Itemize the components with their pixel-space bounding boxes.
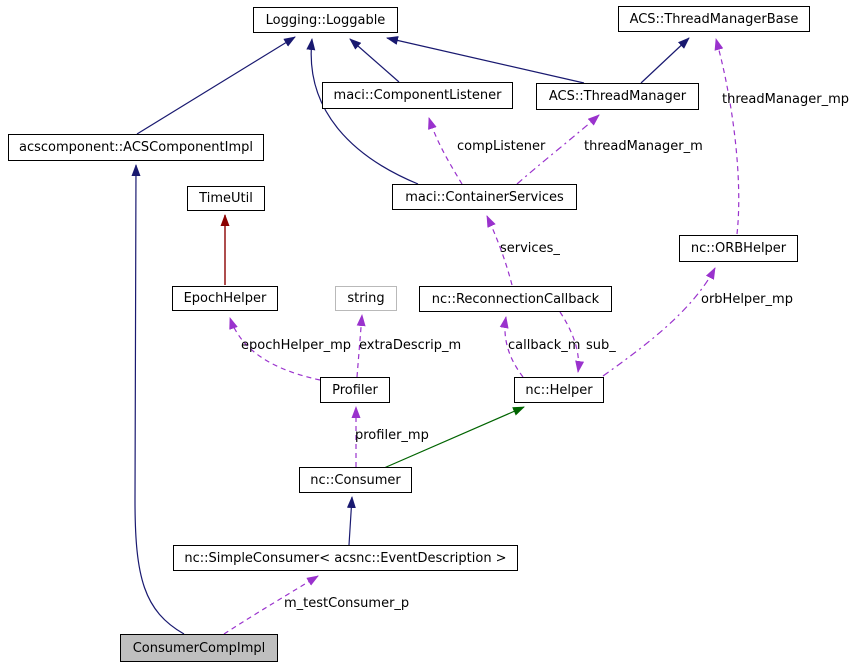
edge-label-orbhelper-mp: orbHelper_mp	[701, 292, 793, 307]
node-maci-containerservices[interactable]: maci::ContainerServices	[392, 184, 577, 210]
edge-use-extradescrip-m	[356, 314, 366, 378]
edge-inherit-consumercompimpl-acscomponentimpl	[131, 164, 185, 635]
edge-inherit-consumer-helper	[383, 406, 525, 469]
edge-use-threadmanager-m	[516, 114, 600, 185]
node-consumercompimpl: ConsumerCompImpl	[120, 634, 278, 662]
edge-label-callback-m: callback_m	[508, 338, 581, 353]
edge-use-sub	[559, 311, 585, 373]
edge-inherit-threadmanager-threadmanagerbase	[640, 37, 690, 84]
edge-use-orbhelper-mp	[602, 267, 716, 377]
edge-use-epochhelper-mp	[229, 317, 321, 381]
node-nc-reconnectioncallback[interactable]: nc::ReconnectionCallback	[419, 286, 612, 312]
edge-label-complistener: compListener	[457, 139, 546, 154]
edge-use-m-testconsumer-p	[223, 575, 319, 635]
edge-use-services	[486, 215, 513, 286]
edge-label-sub: sub_	[586, 338, 616, 353]
edge-inherit-containerservices-loggable	[306, 38, 419, 185]
edge-use-callback-m	[499, 316, 524, 378]
edge-inherit-threadmanager-loggable	[386, 36, 585, 84]
edge-label-extradescrip-m: extraDescrip_m	[359, 338, 462, 353]
node-epochhelper[interactable]: EpochHelper	[172, 286, 278, 311]
node-acs-threadmanagerbase[interactable]: ACS::ThreadManagerBase	[618, 6, 810, 32]
edge-inherit-simpleconsumer-consumer	[346, 496, 356, 546]
edge-label-profiler-mp: profiler_mp	[355, 428, 429, 443]
node-logging-loggable[interactable]: Logging::Loggable	[253, 7, 398, 33]
edge-label-threadmanager-m: threadManager_m	[584, 139, 703, 154]
edge-inherit-acscomponentimpl-loggable	[136, 36, 296, 135]
node-nc-helper[interactable]: nc::Helper	[514, 377, 604, 403]
edge-label-epochhelper-mp: epochHelper_mp	[241, 338, 351, 353]
edge-use-threadmanager-mp	[714, 38, 740, 235]
edge-inherit-componentlistener-loggable	[349, 38, 400, 83]
node-maci-componentlistener[interactable]: maci::ComponentListener	[322, 82, 513, 109]
edge-label-services: services_	[500, 241, 560, 256]
node-acs-threadmanager[interactable]: ACS::ThreadManager	[536, 83, 699, 110]
node-string: string	[335, 286, 397, 311]
node-nc-simpleconsumer[interactable]: nc::SimpleConsumer< acsnc::EventDescript…	[173, 545, 518, 571]
node-timeutil[interactable]: TimeUtil	[187, 186, 265, 211]
edge-use-complistener	[428, 117, 463, 185]
node-acscomponent-acscomponentimpl[interactable]: acscomponent::ACSComponentImpl	[8, 134, 264, 161]
node-nc-orbhelper[interactable]: nc::ORBHelper	[679, 235, 798, 262]
edge-label-threadmanager-mp: threadManager_mp	[722, 92, 850, 107]
node-profiler[interactable]: Profiler	[320, 377, 390, 403]
edge-label-m-testconsumer-p: m_testConsumer_p	[284, 596, 410, 611]
node-nc-consumer[interactable]: nc::Consumer	[299, 467, 412, 493]
